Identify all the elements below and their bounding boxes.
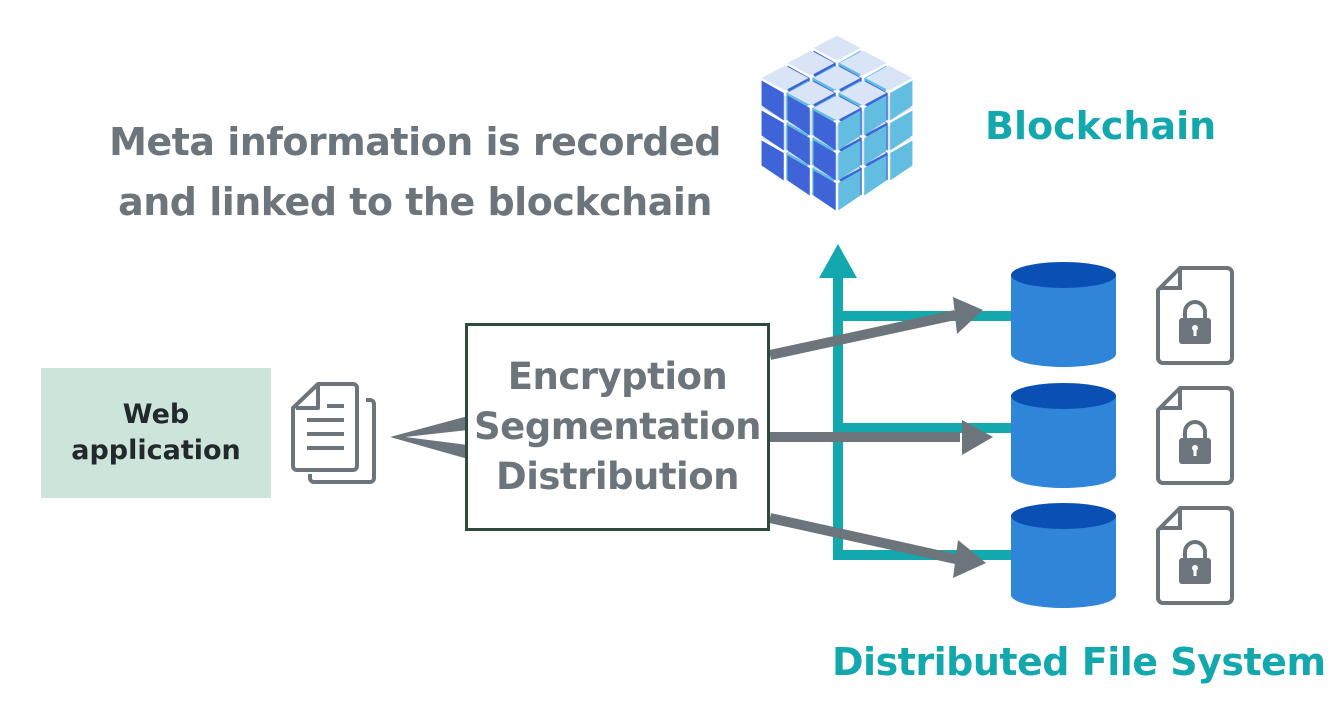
- web-app-line-2: application: [71, 435, 241, 466]
- database-icon: [1011, 503, 1116, 609]
- step-distribution: Distribution: [496, 455, 740, 498]
- web-app-line-1: Web: [122, 399, 190, 430]
- meta-info-line-2: and linked to the blockchain: [118, 180, 712, 224]
- database-stack: [1011, 262, 1116, 609]
- step-segmentation: Segmentation: [473, 405, 762, 448]
- locked-files: [1156, 266, 1234, 605]
- database-icon: [1011, 383, 1116, 489]
- locked-file-icon: [1156, 506, 1234, 605]
- converge-arrow: [390, 416, 468, 459]
- documents-icon: [291, 382, 376, 484]
- locked-file-icon: [1156, 386, 1234, 485]
- teal-arrowhead-up: [819, 244, 857, 278]
- cube-block: [813, 95, 861, 151]
- arrow-to-db-2-head: [962, 420, 993, 455]
- distributed-file-system-label: Distributed File System: [832, 640, 1326, 684]
- locked-file-icon: [1156, 266, 1234, 365]
- meta-info-line-1: Meta information is recorded: [109, 120, 721, 164]
- arrow-to-db-1-head: [953, 297, 983, 334]
- processing-box: Encryption Segmentation Distribution: [465, 323, 770, 531]
- arrow-to-db-3-line: [768, 513, 962, 565]
- arrow-to-db-1-line: [768, 310, 957, 360]
- blockchain-label: Blockchain: [985, 104, 1217, 148]
- database-icon: [1011, 262, 1116, 367]
- blockchain-cube-icon: [761, 35, 913, 211]
- arrow-to-db-3-head: [953, 540, 986, 578]
- meta-info-note: Meta information is recorded and linked …: [105, 112, 725, 232]
- teal-bus: [833, 268, 1015, 560]
- step-encryption: Encryption: [507, 355, 728, 398]
- web-application-box: Web application: [41, 368, 271, 498]
